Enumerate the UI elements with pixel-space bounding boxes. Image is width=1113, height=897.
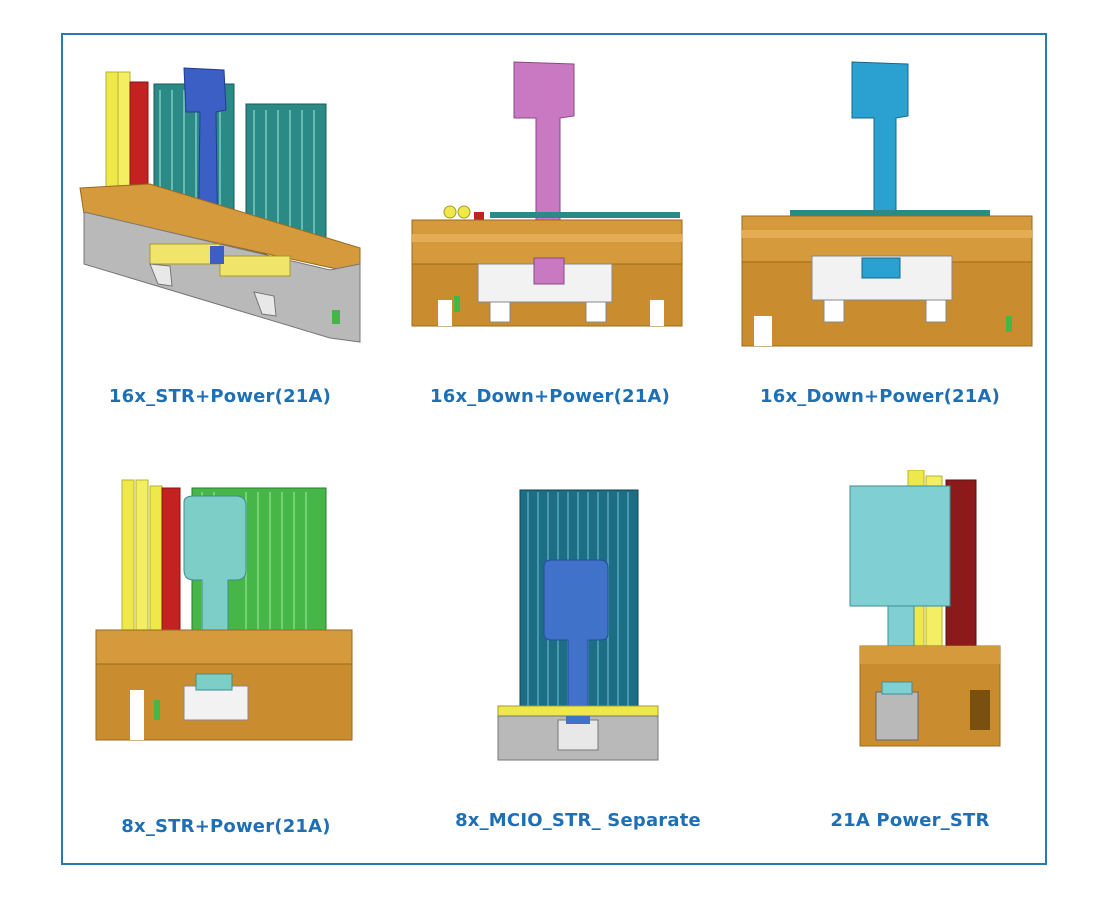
product-caption: 21A Power_STR [830,810,990,831]
product-caption: 16x_Down+Power(21A) [430,386,670,407]
product-caption: 8x_STR+Power(21A) [121,816,331,837]
products-frame [61,33,1047,865]
product-card-4: 8x_STR+Power(21A) [66,470,386,850]
connector-8x-str-power-image [95,479,353,741]
product-card-6: 21A Power_STR [750,470,1070,850]
connector-21a-power-str-image [849,470,1001,747]
product-card-2: 16x_Down+Power(21A) [390,60,710,420]
connector-16x-down-power-image-a [411,61,683,327]
connector-16x-down-power-image-b [741,61,1033,347]
product-card-3: 16x_Down+Power(21A) [720,60,1040,420]
product-card-5: 8x_MCIO_STR_ Separate [418,470,738,850]
connector-16x-str-power-image [79,67,361,343]
product-caption: 16x_Down+Power(21A) [760,386,1000,407]
product-caption: 8x_MCIO_STR_ Separate [455,810,701,831]
product-caption: 16x_STR+Power(21A) [108,386,332,407]
connector-8x-mcio-str-separate-image [497,489,659,761]
product-card-1: 16x_STR+Power(21A) [60,60,380,420]
